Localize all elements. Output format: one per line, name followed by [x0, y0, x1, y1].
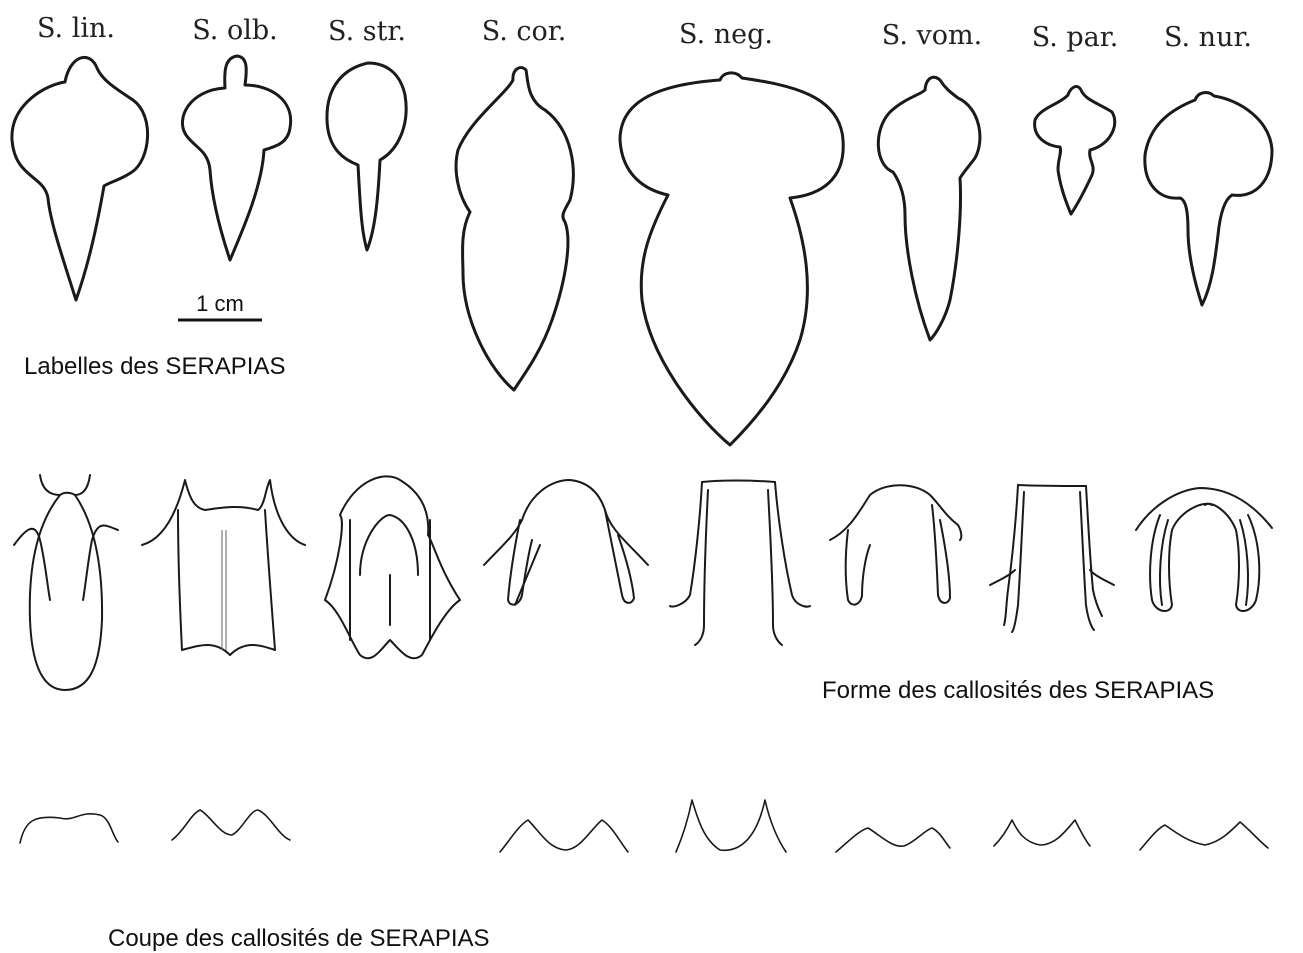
labellum-cor: [456, 68, 573, 390]
section-neg: [676, 800, 786, 852]
species-label-cor: S. cor.: [482, 16, 567, 47]
labellum-nur: [1145, 93, 1272, 305]
labellum-lin: [12, 57, 148, 300]
labellum-str: [327, 63, 406, 250]
callosity-par: [990, 485, 1114, 632]
caption-coupe: Coupe des callosités de SERAPIAS: [108, 925, 490, 952]
caption-labelles: Labelles des SERAPIAS: [24, 353, 285, 380]
callosity-cor: [484, 480, 648, 605]
section-cor: [500, 820, 628, 852]
caption-forme: Forme des callosités des SERAPIAS: [822, 677, 1214, 704]
callosity-nur: [1136, 488, 1272, 611]
labellum-neg: [620, 73, 843, 445]
species-label-par: S. par.: [1032, 22, 1119, 53]
species-label-olb: S. olb.: [192, 15, 277, 46]
species-label-nur: S. nur.: [1164, 22, 1252, 53]
section-nur: [1140, 822, 1268, 850]
scale-bar-label: 1 cm: [196, 291, 244, 316]
species-labels: S. lin. S. olb. S. str. S. cor. S. neg. …: [37, 13, 1252, 53]
section-par: [994, 820, 1090, 846]
callosity-olb: [142, 480, 305, 655]
labellum-olb: [182, 56, 290, 260]
callosity-lin: [14, 475, 118, 690]
section-lin: [20, 814, 118, 843]
callosity-vom: [830, 485, 961, 604]
species-label-str: S. str.: [328, 16, 406, 47]
labellum-vom: [878, 77, 980, 340]
section-olb: [172, 810, 290, 840]
labellum-par: [1035, 87, 1115, 214]
callosity-str: [325, 476, 460, 658]
species-label-vom: S. vom.: [882, 20, 982, 51]
labellum-row: [12, 56, 1272, 445]
species-label-lin: S. lin.: [37, 13, 115, 44]
species-label-neg: S. neg.: [679, 19, 773, 50]
section-row: [20, 800, 1268, 852]
section-vom: [836, 828, 950, 852]
scale-bar: 1 cm: [178, 291, 262, 320]
callosity-neg: [670, 481, 810, 646]
callosity-row: [14, 475, 1272, 690]
